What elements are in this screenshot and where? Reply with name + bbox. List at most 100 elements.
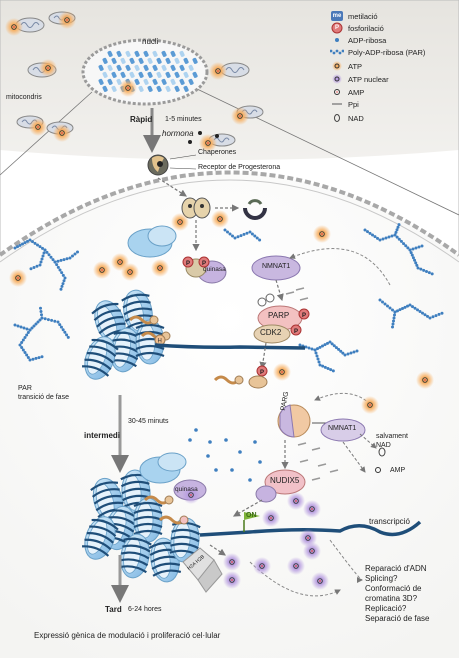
- par-bead: [334, 346, 338, 350]
- atp-dot: [295, 500, 297, 502]
- chromatin-fiber: [116, 64, 122, 71]
- par-bead: [63, 330, 67, 334]
- legend-label: Ppi: [348, 99, 359, 109]
- par-bead: [378, 238, 382, 242]
- par-bead: [58, 323, 62, 327]
- atp-core: [15, 275, 21, 281]
- par-bead: [422, 268, 426, 272]
- par-bead: [16, 324, 20, 328]
- chromatin-fiber: [156, 57, 162, 64]
- par-bead: [55, 263, 59, 267]
- par-bead: [23, 336, 27, 339]
- par-bead: [378, 298, 382, 302]
- par-bead: [231, 234, 234, 238]
- atp-dot: [217, 70, 219, 72]
- par-bead: [387, 235, 391, 239]
- legend-item: ATP: [330, 60, 362, 72]
- chromatin-fiber: [188, 64, 194, 71]
- legend-label: AMP: [348, 87, 365, 97]
- parp-p1: P: [302, 313, 306, 319]
- arrow-histone: [209, 544, 226, 556]
- par-bead: [37, 356, 41, 360]
- amp-icon: [375, 467, 381, 473]
- chromatin-fiber: [147, 71, 153, 78]
- legend-item: Poly-ADP-ribosa (PAR): [329, 46, 425, 58]
- par-bead: [425, 270, 428, 273]
- cytoplasm-top: [0, 0, 459, 160]
- par-bead: [38, 318, 42, 322]
- par-bead: [32, 324, 36, 328]
- ppi-mark: [329, 469, 339, 473]
- atp-molecules: [5, 11, 434, 590]
- chromatin-fiber: [192, 71, 198, 78]
- arrow-nudix-on: [232, 499, 263, 517]
- kinase-bottom-label: quinasa: [175, 486, 198, 493]
- par-bead: [395, 235, 399, 239]
- par-bead: [391, 322, 395, 326]
- parp-label: PARP: [268, 311, 290, 320]
- chromatin-fiber: [183, 85, 189, 92]
- par-bead: [386, 304, 389, 308]
- arrow-to-salvage: [359, 433, 377, 449]
- nad-label: NAD: [376, 442, 391, 449]
- chaperones-pointer: [169, 154, 197, 160]
- footer-caption: Expressió gènica de modulació i prolifer…: [34, 631, 221, 640]
- par-bead: [341, 351, 345, 355]
- par-bead: [65, 257, 69, 261]
- receptor-pointer: [169, 167, 197, 170]
- legend-badge-text: P: [334, 25, 339, 31]
- par-bead: [66, 335, 70, 339]
- par-bead: [329, 368, 333, 372]
- cdk2-label: CDK2: [260, 328, 282, 337]
- chromatin-fiber: [102, 71, 108, 78]
- par-bead: [50, 318, 54, 322]
- par-bead: [58, 268, 62, 272]
- par-bead: [31, 240, 34, 244]
- tail-node: [149, 315, 159, 325]
- par-bead: [250, 232, 254, 236]
- kinase-top: [182, 256, 227, 284]
- chromatin-fiber: [120, 57, 126, 64]
- par-bead: [38, 245, 42, 249]
- par-bead: [410, 253, 414, 257]
- chromatin-fiber: [98, 64, 104, 71]
- arrow-to-dimer: [157, 177, 188, 197]
- atp-core: [59, 130, 65, 136]
- chromatin-fiber: [138, 71, 144, 78]
- par-bead: [253, 234, 257, 238]
- par-bead: [255, 236, 259, 240]
- parp-complex: [253, 293, 310, 344]
- nmnat1-bottom: [320, 418, 366, 442]
- par-bead: [20, 346, 24, 349]
- intermediate-time-label: 30-45 minuts: [128, 418, 169, 425]
- par-bead: [393, 233, 397, 237]
- chromatin-fiber: [143, 64, 149, 71]
- par-bead: [339, 349, 343, 353]
- par-bead: [35, 264, 39, 268]
- chromatin-fiber: [165, 85, 171, 92]
- par-bead: [26, 356, 30, 359]
- chromatin-fiber: [174, 85, 180, 92]
- atp-dot: [239, 115, 241, 117]
- atp-core: [367, 402, 373, 408]
- par-bead: [437, 312, 441, 316]
- atp-dot: [129, 271, 131, 273]
- ppi-mark: [317, 463, 327, 467]
- par-bead: [352, 350, 356, 354]
- par-bead: [32, 266, 36, 269]
- legend-label: ADP-ribosa: [348, 35, 387, 45]
- par-bead: [318, 363, 322, 367]
- par-bead: [384, 236, 388, 240]
- par-bead: [417, 245, 421, 249]
- chromatin-fiber: [107, 78, 113, 85]
- par-bead: [39, 310, 43, 313]
- par-bead: [56, 265, 60, 269]
- par-bead: [23, 241, 27, 245]
- par-bead: [393, 313, 396, 317]
- par-bead: [41, 254, 45, 258]
- mitochondria-label: mitocondris: [6, 94, 42, 101]
- par-bead: [398, 308, 402, 312]
- atp-dot: [37, 126, 39, 128]
- atp-dot: [47, 67, 49, 69]
- atp-core: [157, 265, 163, 271]
